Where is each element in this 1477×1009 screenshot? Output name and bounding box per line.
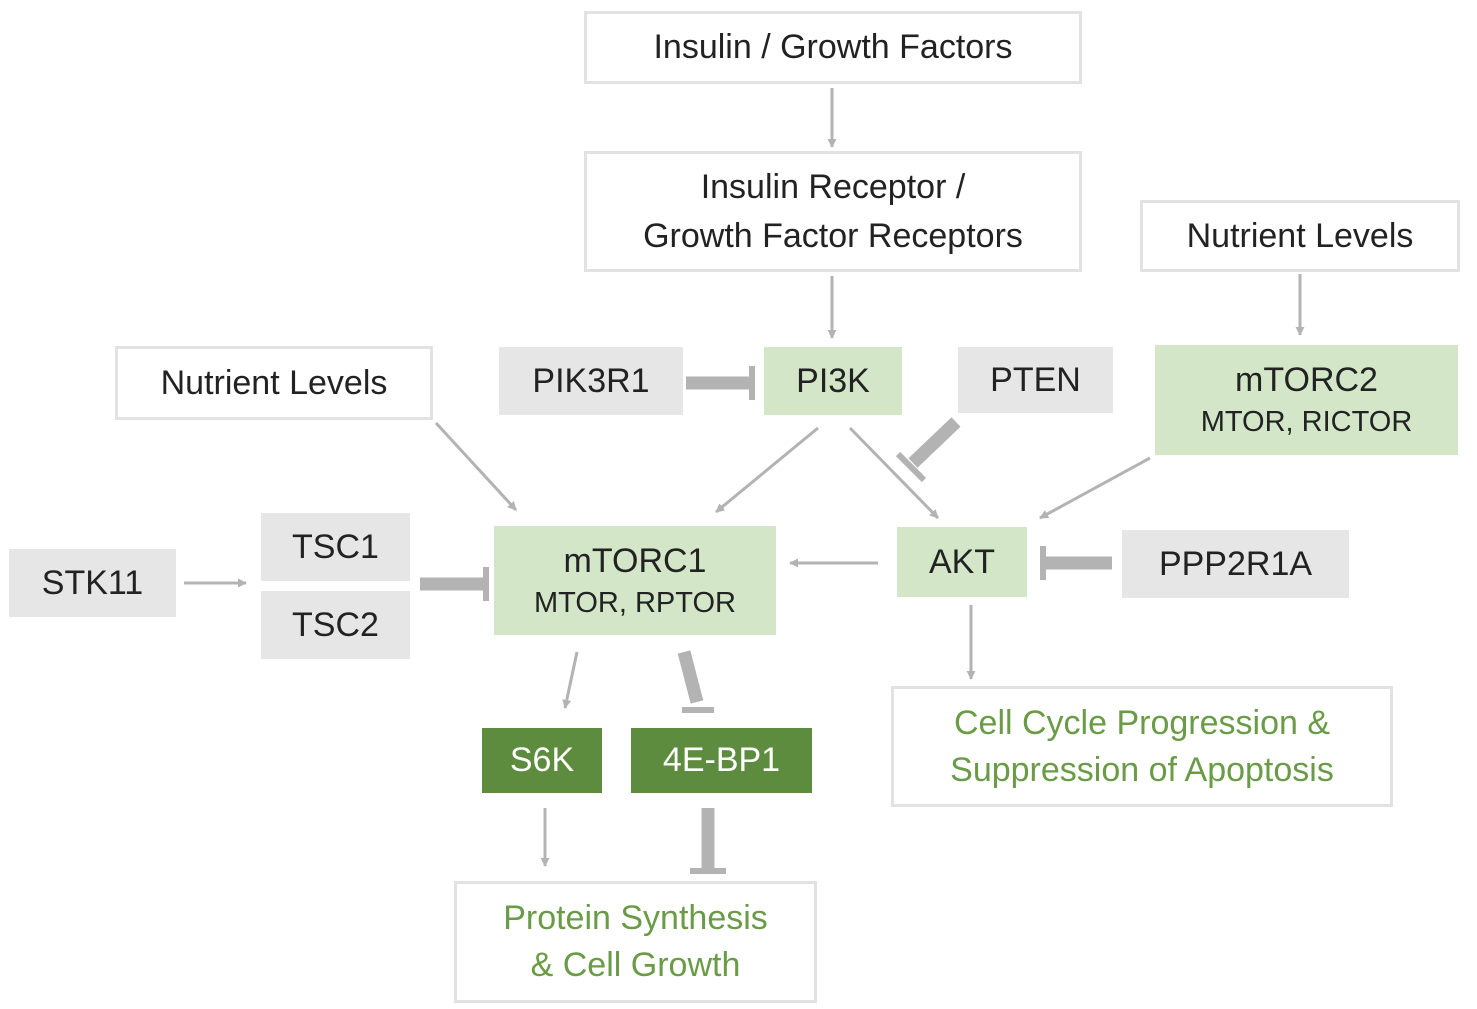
- node-nutrient-levels-left: Nutrient Levels: [115, 346, 433, 420]
- node-nutrient-levels-right: Nutrient Levels: [1140, 200, 1460, 272]
- node-label: PTEN: [990, 360, 1081, 399]
- edge-pi3k-to-mtorc1: [715, 426, 819, 514]
- edge-pi3k-to-akt: [848, 426, 940, 520]
- node-label: AKT: [928, 542, 996, 581]
- node-insulin-receptor: Insulin Receptor / Growth Factor Recepto…: [584, 151, 1082, 272]
- node-label-line-2: Growth Factor Receptors: [643, 216, 1023, 255]
- node-ppp2r1a: PPP2R1A: [1122, 530, 1349, 598]
- node-pik3r1: PIK3R1: [499, 347, 683, 415]
- node-s6k: S6K: [482, 728, 602, 793]
- node-label: PI3K: [796, 361, 870, 400]
- edge-nutrient-to-mtorc1: [434, 421, 518, 512]
- node-stk11: STK11: [9, 549, 176, 617]
- node-subtitle: MTOR, RPTOR: [534, 586, 736, 619]
- node-tsc1: TSC1: [261, 513, 410, 581]
- node-label: Insulin / Growth Factors: [653, 28, 1013, 67]
- node-title: mTORC1: [563, 541, 707, 580]
- edge-pten-inhibits-akt-bar: [895, 451, 927, 483]
- node-mtorc1: mTORC1 MTOR, RPTOR: [494, 526, 776, 635]
- node-label-line-2: & Cell Growth: [530, 946, 741, 984]
- node-label: Nutrient Levels: [160, 363, 388, 402]
- node-pten: PTEN: [958, 347, 1113, 413]
- edge-mtorc1-inhibits-4ebp1: [677, 650, 704, 704]
- node-label: STK11: [41, 563, 144, 602]
- node-mtorc2: mTORC2 MTOR, RICTOR: [1155, 345, 1458, 455]
- node-cell-cycle-outcome: Cell Cycle Progression & Suppression of …: [891, 686, 1393, 807]
- node-label-line-1: Protein Synthesis: [503, 899, 768, 938]
- node-title: mTORC2: [1235, 361, 1378, 400]
- node-protein-synthesis-outcome: Protein Synthesis & Cell Growth: [454, 881, 817, 1003]
- node-label-line-1: Cell Cycle Progression &: [953, 703, 1331, 742]
- node-4ebp1: 4E-BP1: [631, 728, 812, 793]
- node-label-line-1: Insulin Receptor /: [700, 167, 966, 206]
- node-label: PPP2R1A: [1158, 544, 1313, 583]
- node-insulin-growth-factors: Insulin / Growth Factors: [584, 11, 1082, 84]
- node-label: 4E-BP1: [662, 741, 781, 780]
- node-label: TSC2: [292, 605, 379, 644]
- node-label: S6K: [509, 741, 575, 780]
- node-tsc2: TSC2: [261, 591, 410, 659]
- node-pi3k: PI3K: [764, 347, 902, 415]
- node-label: Nutrient Levels: [1186, 216, 1414, 255]
- edge-pten-inhibits-akt: [908, 417, 961, 468]
- edge-mtorc2-to-akt: [1039, 456, 1151, 520]
- node-label-line-2: Suppression of Apoptosis: [950, 750, 1334, 789]
- node-label: PIK3R1: [532, 361, 650, 400]
- edge-mtorc1-to-s6k: [562, 651, 579, 709]
- node-subtitle: MTOR, RICTOR: [1200, 406, 1413, 438]
- node-akt: AKT: [897, 527, 1027, 597]
- node-label: TSC1: [292, 527, 379, 566]
